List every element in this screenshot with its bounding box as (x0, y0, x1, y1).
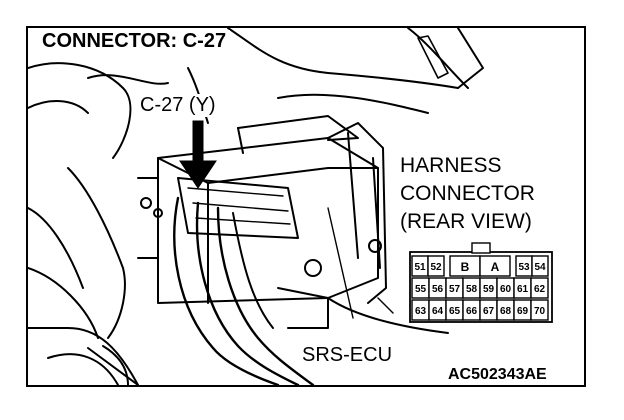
harness-connector-label: HARNESS CONNECTOR (REAR VIEW) (400, 152, 535, 236)
pin-67: 67 (483, 306, 495, 317)
ecu-illustration: 51 52 B A 53 54 55 56 57 58 59 60 61 62 … (28, 28, 553, 385)
pin-65: 65 (449, 306, 461, 317)
pin-b: B (461, 260, 470, 274)
pin-57: 57 (449, 284, 461, 295)
diagram-frame: 51 52 B A 53 54 55 56 57 58 59 60 61 62 … (26, 26, 586, 387)
pin-62: 62 (534, 284, 546, 295)
pin-52: 52 (430, 262, 442, 273)
pin-53: 53 (518, 262, 530, 273)
pin-66: 66 (466, 306, 478, 317)
pin-60: 60 (500, 284, 512, 295)
srs-ecu-label: SRS-ECU (302, 344, 393, 366)
harness-line-3: (REAR VIEW) (400, 210, 532, 233)
pin-55: 55 (415, 284, 427, 295)
pin-68: 68 (500, 306, 512, 317)
pin-64: 64 (432, 306, 444, 317)
connector-callout: C-27 (Y) (138, 94, 218, 117)
pin-59: 59 (483, 284, 495, 295)
figure-code: AC502343AE (448, 366, 547, 383)
connector-title: CONNECTOR: C-27 (38, 30, 231, 53)
pin-69: 69 (517, 306, 529, 317)
harness-line-1: HARNESS (400, 154, 502, 177)
pin-56: 56 (432, 284, 444, 295)
pin-a: A (491, 260, 500, 274)
pin-61: 61 (517, 284, 529, 295)
pin-54: 54 (534, 262, 546, 273)
pin-70: 70 (534, 306, 546, 317)
harness-line-2: CONNECTOR (400, 182, 535, 205)
pin-58: 58 (466, 284, 478, 295)
pin-51: 51 (414, 262, 426, 273)
pin-63: 63 (415, 306, 427, 317)
